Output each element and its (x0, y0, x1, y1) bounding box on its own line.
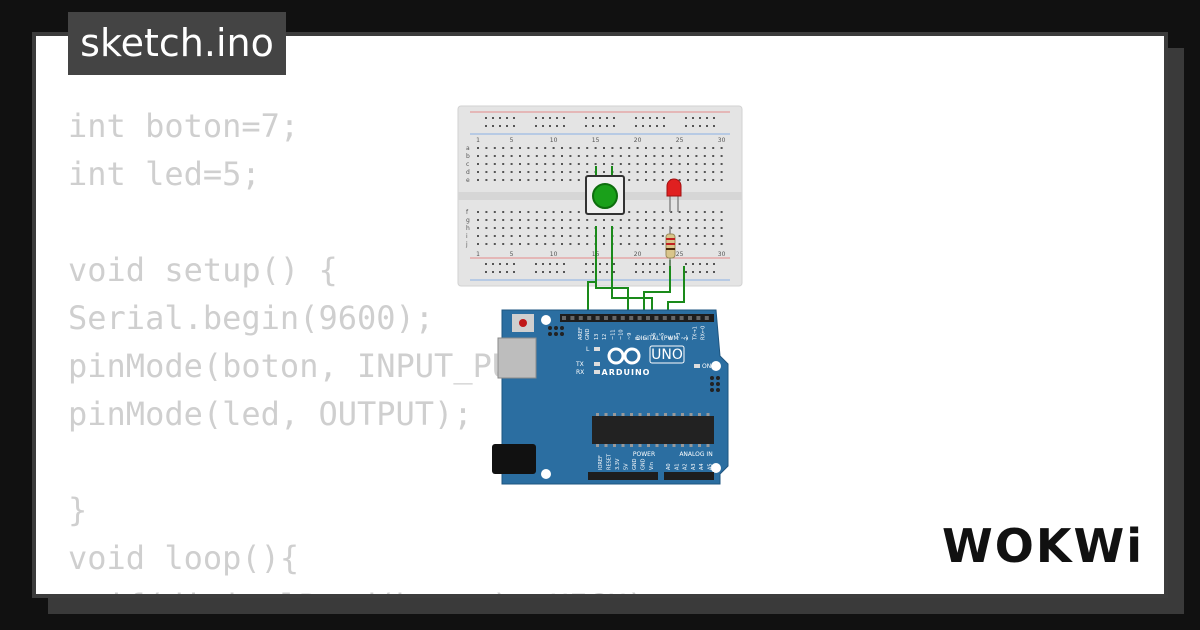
arduino-uno-board: UNO ARDUINO DIGITAL (PWM ~) ANALOG IN PO… (492, 309, 729, 485)
analog-pin-label: A0 (666, 463, 672, 470)
digital-pin-label: 12 (602, 334, 608, 340)
analog-pin-label: A5 (708, 463, 714, 470)
power-pin-label: GND (641, 458, 647, 470)
file-tab[interactable]: sketch.ino (68, 12, 286, 75)
breadboard-row-letter: c (466, 161, 469, 168)
analog-pin-label: A4 (699, 463, 705, 470)
code-line: } (68, 491, 88, 529)
breadboard-column-number: 20 (634, 251, 642, 258)
breadboard-column-number: 5 (510, 251, 514, 258)
code-line: pinMode(boton, INPUT_PULLUP); (68, 347, 627, 385)
arduino-logo-icon (607, 347, 641, 365)
code-line: void setup() { (68, 251, 338, 289)
usb-port (497, 337, 537, 379)
led-rx-label: RX (576, 369, 584, 376)
gnd-label: GND (585, 328, 591, 340)
power-pin-label: Vin (649, 462, 655, 470)
code-line: int boton=7; (68, 107, 300, 145)
led (666, 178, 682, 212)
board-model-label: UNO (651, 347, 683, 363)
code-line: if(digitalRead(boton)==HIGH) (68, 587, 646, 594)
digital-pin-label: ~11 (610, 329, 616, 340)
wokwi-logo-text: WOKWi (942, 519, 1144, 573)
power-pin-label: RESET (607, 453, 613, 470)
digital-pin-label: 4 (668, 337, 674, 340)
board-brand-label: ARDUINO (602, 368, 651, 377)
breadboard-column-number: 1 (476, 137, 480, 144)
digital-pin-label: 2 (684, 337, 690, 340)
power-jack (492, 444, 536, 474)
digital-pin-label: ~10 (619, 329, 625, 340)
power-pin-label: 5V (624, 463, 630, 470)
breadboard-column-number: 20 (634, 137, 642, 144)
breadboard-column-number: 15 (592, 137, 600, 144)
code-line: pinMode(led, OUTPUT); (68, 395, 473, 433)
breadboard-row-letter: f (466, 209, 469, 216)
analog-label: ANALOG IN (679, 451, 712, 458)
analog-pin-label: A1 (674, 463, 680, 470)
digital-pin-label: 7 (643, 337, 649, 340)
breadboard-column-number: 25 (676, 137, 684, 144)
breadboard-row-letter: g (466, 217, 470, 224)
code-line: Serial.begin(9600); (68, 299, 435, 337)
resistor (665, 226, 676, 266)
led-l-label: L (586, 346, 590, 353)
breadboard-row-letter: d (466, 169, 470, 176)
power-pin-label: 3.3V (615, 458, 621, 470)
breadboard-row-letter: i (466, 233, 468, 240)
digital-pin-label: ~3 (676, 333, 682, 340)
breadboard-row-letter: a (466, 145, 470, 152)
breadboard-row-letter: h (466, 225, 470, 232)
digital-pin-label: TX→1 (692, 326, 698, 341)
wokwi-logo: WOKWi (942, 519, 1144, 573)
digital-pin-label: RX←0 (701, 326, 707, 340)
digital-pin-label: ~9 (627, 333, 633, 340)
breadboard-column-number: 1 (476, 251, 480, 258)
led-tx-label: TX (575, 361, 584, 368)
power-pin-label: IOREF (598, 455, 604, 470)
digital-pin-label: ~6 (651, 333, 657, 340)
power-pin-label: GND (632, 458, 638, 470)
code-preview: int boton=7; int led=5; void setup() { S… (68, 102, 646, 594)
aref-label: AREF (578, 327, 584, 340)
breadboard-row-letter: j (465, 241, 468, 248)
breadboard-column-number: 5 (510, 137, 514, 144)
power-label: POWER (633, 451, 655, 458)
code-line: void loop(){ (68, 539, 300, 577)
breadboard-column-number: 25 (676, 251, 684, 258)
digital-pin-label: ~5 (660, 333, 666, 340)
analog-pin-label: A2 (683, 463, 689, 470)
analog-pin-label: A3 (691, 463, 697, 470)
breadboard-column-number: 30 (718, 137, 726, 144)
breadboard-column-number: 10 (550, 251, 558, 258)
breadboard-row-letter: b (466, 153, 470, 160)
digital-label: DIGITAL (PWM ~) (636, 335, 688, 342)
breadboard-column-number: 30 (718, 251, 726, 258)
on-led-label: ON (702, 363, 711, 370)
code-line: int led=5; (68, 155, 261, 193)
breadboard-row-letter: e (466, 177, 470, 184)
microcontroller-chip (592, 416, 714, 444)
push-button[interactable] (585, 166, 625, 215)
digital-pin-label: 13 (594, 334, 600, 340)
digital-pin-label: 8 (635, 337, 641, 340)
breadboard-column-number: 10 (550, 137, 558, 144)
